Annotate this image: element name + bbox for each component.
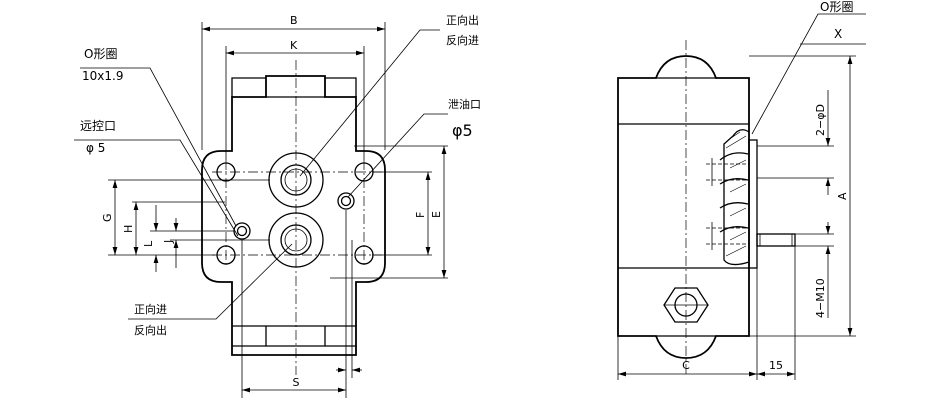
dim-F: F	[414, 212, 427, 218]
label-bottom-port-1: 正向进	[134, 302, 167, 316]
label-drain-port: 泄油口	[448, 97, 481, 111]
label-top-port-2: 反向进	[446, 33, 479, 47]
label-X: X	[834, 27, 842, 41]
side-view: A 2−φD 4−M10 C 15	[617, 13, 866, 380]
label-drain-size: φ5	[452, 121, 473, 140]
label-remote-port: 远控口	[80, 119, 116, 133]
label-remote-size: φ 5	[86, 141, 105, 155]
dim-A: A	[836, 192, 849, 200]
label-o-ring-front: O形圈	[84, 47, 117, 61]
label-o-ring-size: 10x1.9	[82, 69, 123, 83]
dim-B: B	[290, 14, 298, 27]
dim-15: 15	[769, 359, 783, 372]
dim-H: H	[122, 225, 135, 233]
dim-4-M10: 4−M10	[814, 278, 827, 318]
dim-L: L	[142, 240, 155, 247]
dim-J: J	[162, 240, 175, 244]
dim-2-phi-D: 2−φD	[814, 104, 827, 136]
dim-G: G	[101, 213, 114, 222]
front-view: B K G H L J F E S	[74, 14, 448, 398]
dim-E: E	[430, 211, 443, 218]
label-top-port-1: 正向出	[446, 13, 479, 27]
label-bottom-port-2: 反向出	[134, 323, 167, 337]
dim-S: S	[293, 376, 300, 389]
dim-C: C	[682, 359, 690, 372]
dim-K: K	[290, 39, 298, 52]
label-o-ring-side: O形圈	[820, 0, 853, 14]
